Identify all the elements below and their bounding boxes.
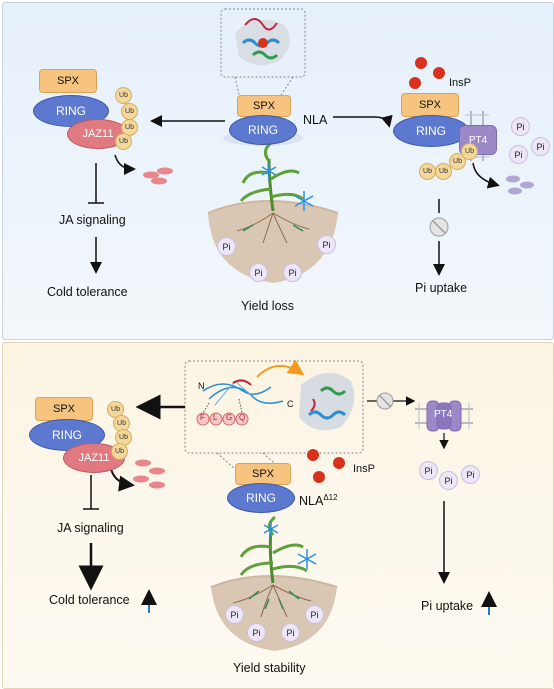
nla-spx-label: SPX [251,468,274,480]
bottom-diagram-graphics [78,359,497,651]
yield-loss-label: Yield loss [241,299,295,313]
structure-inset-box [220,8,306,78]
ja-signaling-label: JA signaling [57,521,124,535]
ja-signaling-label: JA signaling [59,213,126,227]
soil-pi: Pi [283,263,302,282]
right-ring-label: RING [416,124,446,138]
insp-label: InsP [449,77,472,89]
motif-c-terminus: C [287,399,294,409]
nla-label-text: NLA [299,494,324,509]
spx-label: SPX [52,403,75,415]
pi-molecule: Pi [419,461,438,480]
nla-delta12-label: NLAΔ12 [299,493,338,508]
right-ring-domain: RING [393,115,469,147]
right-spx-domain: SPX [401,93,459,117]
ub-chain-4: Ub [115,133,132,150]
soil-pi: Pi [225,605,244,624]
right-ub-2: Ub [435,163,452,180]
pt4-label: PT4 [434,409,453,420]
nla-spx-label: SPX [252,100,275,112]
jaz11-label: JAZ11 [78,452,110,464]
cold-tolerance-label: Cold tolerance [47,285,128,299]
motif-n-terminus: N [198,381,205,391]
nla-label: NLA [303,113,328,127]
right-ub-4: Ub [461,143,478,160]
soil-pi: Pi [305,605,324,624]
right-ub-1: Ub [419,163,436,180]
ring-label: RING [56,104,86,118]
nla-ring-label: RING [248,123,278,137]
plant-soil-illustration [210,515,338,651]
nla-spx-domain: SPX [237,95,291,117]
motif-residue-g: G [226,413,233,422]
ring-label: RING [52,428,82,442]
ring-domain: RING [29,419,105,451]
pt4-label: PT4 [468,134,488,146]
pi-molecule: Pi [511,117,530,136]
nla-ring-domain: RING [227,483,295,513]
spx-domain: SPX [39,69,97,93]
nla-superscript: Δ12 [323,493,338,502]
pi-uptake-label: Pi uptake [415,281,468,295]
pi-molecule: Pi [531,137,550,156]
soil-pi: Pi [317,235,336,254]
soil-pi: Pi [249,263,268,282]
motif-residue-l: L [213,413,218,422]
ub-chain-2: Ub [121,103,138,120]
cold-tolerance-label: Cold tolerance [49,593,130,607]
ub-chain-4: Ub [111,443,128,460]
motif-residue-f: F [200,413,205,422]
plant-soil-illustration [207,141,339,283]
nla-ring-domain: RING [229,115,297,145]
pi-molecule: Pi [439,471,458,490]
pi-uptake-label: Pi uptake [421,599,474,613]
jaz11-label: JAZ11 [82,128,114,140]
insp-label: InsP [353,463,376,475]
spx-label: SPX [56,75,79,87]
nla-spx-domain: SPX [235,463,291,485]
snowflake-icon [263,521,317,569]
soil-pi: Pi [217,237,236,256]
pi-molecule: Pi [509,145,528,164]
soil-pi: Pi [247,623,266,642]
yield-stability-label: Yield stability [233,661,306,675]
ub-chain-1: Ub [115,87,132,104]
motif-inset-box [184,359,364,454]
motif-residue-q: Q [239,413,246,422]
soil-pi: Pi [281,623,300,642]
nla-ring-label: RING [246,491,276,505]
pt4-transporter-shape [426,400,462,432]
pi-molecule: Pi [461,465,480,484]
top-panel-wildtype: SPX RING JAZ11 Ub Ub Ub Ub JA signaling … [2,2,554,340]
snowflake-icon [261,163,314,211]
spx-domain: SPX [35,397,93,421]
bottom-panel-mutant: N C F L G Q SPX RING JAZ11 Ub Ub Ub Ub J… [2,342,554,689]
right-ub-3: Ub [449,153,466,170]
right-spx-label: SPX [418,99,441,111]
